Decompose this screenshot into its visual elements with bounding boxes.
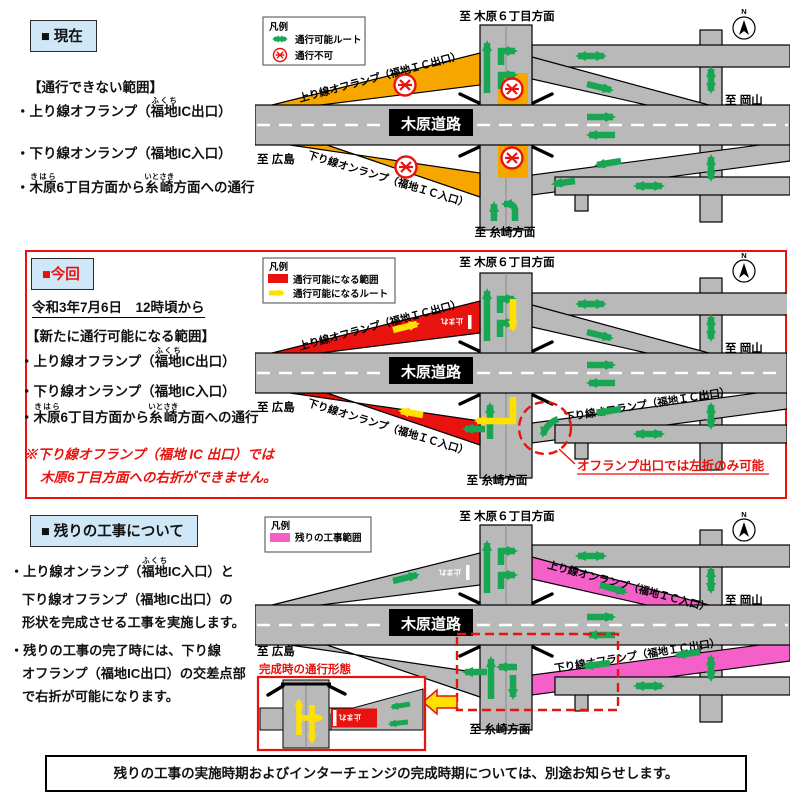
map-remaining: 木原道路 上り線オンランプ（福地ＩＣ入口） 下り線オフランプ（福地ＩＣ出口） 止… bbox=[255, 509, 790, 752]
para2-line3: で右折が可能になります。 bbox=[22, 689, 179, 704]
legend-current: 凡例 通行可能ルート 通行不可 bbox=[262, 16, 366, 66]
bullet-kihara-itozaki: ・木原きはら6丁目方面から糸崎いとさき方面への通行 bbox=[20, 402, 259, 425]
dest-itozaki: 至 糸崎方面 bbox=[470, 722, 531, 736]
traffic-arrows-green bbox=[392, 540, 716, 700]
road-name: 木原道路 bbox=[400, 115, 462, 133]
note-no-right-turn-1: ※下り線オフランプ（福地 IC 出口）では bbox=[24, 447, 275, 462]
legend-now: 凡例 通行可能になる範囲 通行可能になるルート bbox=[262, 257, 396, 304]
traffic-arrows-green bbox=[462, 288, 716, 439]
svg-text:止まれ: 止まれ bbox=[440, 317, 463, 327]
svg-text:N: N bbox=[741, 510, 746, 519]
header-current: ■ 現在 bbox=[30, 20, 97, 52]
dest-hiroshima: 至 広島 bbox=[257, 644, 295, 658]
no-entry-icon bbox=[500, 146, 524, 170]
dest-kihara: 至 木原６丁目方面 bbox=[459, 9, 555, 23]
dest-hiroshima: 至 広島 bbox=[257, 400, 295, 414]
legend-range-swatch bbox=[268, 274, 288, 283]
map-current: 木原道路 上り線オフランプ（福地ＩＣ出口） 下り線オンランプ（福地ＩＣ入口） 至… bbox=[255, 7, 790, 239]
new-route-arrows-yellow bbox=[392, 299, 518, 426]
road-name-plate bbox=[389, 609, 473, 636]
note-no-right-turn-2: 木原6丁目方面への右折ができません。 bbox=[40, 470, 277, 485]
dest-kihara: 至 木原６丁目方面 bbox=[459, 509, 555, 523]
no-entry-icon bbox=[500, 77, 524, 101]
svg-text:止まれ: 止まれ bbox=[338, 713, 361, 723]
no-entry-icon bbox=[272, 47, 288, 63]
legend-remaining: 凡例 残りの工事範囲 bbox=[264, 516, 372, 553]
para2-line2: オフランプ（福地IC出口）の交差点部 bbox=[22, 666, 246, 681]
dest-kihara: 至 木原６丁目方面 bbox=[459, 255, 555, 269]
roads-now bbox=[255, 272, 787, 479]
dest-okayama: 至 岡山 bbox=[725, 593, 763, 607]
legend-closed-label: 通行不可 bbox=[295, 50, 334, 62]
bullet-kihara-itozaki: ・木原きはら6丁目方面から糸崎いとさき方面への通行 bbox=[16, 172, 255, 195]
roads-remaining bbox=[255, 524, 790, 731]
svg-text:N: N bbox=[741, 7, 746, 16]
header-current-label: ■ 現在 bbox=[41, 29, 83, 45]
no-entry-icon bbox=[393, 73, 417, 97]
para1-line3: 形状を完成させる工事を実施します。 bbox=[22, 615, 245, 630]
dest-itozaki: 至 糸崎方面 bbox=[475, 225, 536, 239]
left-turn-only-circle bbox=[517, 400, 573, 456]
legend-range-label: 残りの工事範囲 bbox=[295, 532, 362, 544]
stop-marking: 止まれ bbox=[438, 565, 470, 580]
bullet-up-off-ramp: ・上り線オフランプ（福地ふくちIC出口） bbox=[20, 346, 236, 369]
callout-left-turn-only: オフランプ出口では左折のみ可能 bbox=[577, 458, 765, 473]
section-title-closed: 【通行できない範囲】 bbox=[28, 80, 163, 95]
header-now: ■今回 bbox=[31, 258, 94, 290]
bullet-down-on-ramp: ・下り線オンランプ（福地IC入口） bbox=[16, 146, 232, 161]
header-remaining-label: ■ 残りの工事について bbox=[41, 524, 184, 540]
header-now-label: ■今回 bbox=[42, 267, 80, 283]
inset-title: 完成時の通行形態 bbox=[259, 662, 351, 676]
para1-line1: ・上り線オンランプ（福地ふくちIC入口）と bbox=[10, 556, 234, 579]
effective-date: 令和3年7月6日 12時頃から bbox=[32, 296, 205, 318]
para1-line2: 下り線オフランプ（福地IC出口）の bbox=[22, 592, 233, 607]
legend-route-label: 通行可能ルート bbox=[295, 34, 362, 46]
road-name: 木原道路 bbox=[400, 615, 462, 633]
road-name-plate bbox=[389, 357, 473, 384]
compass-icon: N bbox=[732, 7, 756, 40]
map-now: 木原道路 上り線オフランプ（福地ＩＣ出口） 下り線オンランプ（福地ＩＣ入口） 下… bbox=[255, 253, 787, 487]
dest-okayama: 至 岡山 bbox=[725, 341, 763, 355]
road-name: 木原道路 bbox=[400, 363, 462, 381]
inset-pointer-arrow bbox=[421, 688, 458, 716]
dest-okayama: 至 岡山 bbox=[725, 93, 763, 107]
legend-title: 凡例 bbox=[268, 21, 288, 33]
footer-notice: 残りの工事の実施時期およびインターチェンジの完成時期については、別途お知らせしま… bbox=[45, 755, 747, 792]
stop-sign: 止まれ bbox=[331, 708, 377, 728]
stop-sign: 止まれ bbox=[438, 314, 474, 330]
bullet-up-off-ramp: ・上り線オフランプ（福地ふくちIC出口） bbox=[16, 96, 232, 119]
dest-hiroshima: 至 広島 bbox=[257, 152, 295, 166]
compass-icon: N bbox=[732, 510, 756, 542]
svg-text:N: N bbox=[741, 253, 746, 260]
remaining-work-area-box bbox=[455, 632, 620, 712]
section-title-open: 【新たに通行可能になる範囲】 bbox=[26, 329, 215, 344]
inset-completed-form: 完成時の通行形態 止まれ bbox=[256, 662, 427, 752]
traffic-arrows-green bbox=[482, 40, 716, 221]
callout-leader bbox=[558, 448, 576, 465]
header-remaining: ■ 残りの工事について bbox=[30, 515, 198, 547]
no-entry-icon bbox=[394, 155, 418, 179]
legend-route-label: 通行可能になるルート bbox=[293, 288, 388, 300]
dest-itozaki: 至 糸崎方面 bbox=[467, 473, 528, 487]
legend-range-label: 通行可能になる範囲 bbox=[293, 274, 379, 286]
legend-title: 凡例 bbox=[270, 520, 290, 532]
legend-title: 凡例 bbox=[268, 261, 288, 273]
road-name-plate bbox=[389, 109, 473, 136]
svg-text:止まれ: 止まれ bbox=[438, 568, 461, 578]
bullet-down-on-ramp: ・下り線オンランプ（福地IC入口） bbox=[20, 384, 236, 399]
legend-range-swatch bbox=[270, 533, 290, 542]
compass-icon: N bbox=[732, 253, 756, 283]
para2-line1: ・残りの工事の完了時には、下り線 bbox=[10, 643, 221, 658]
